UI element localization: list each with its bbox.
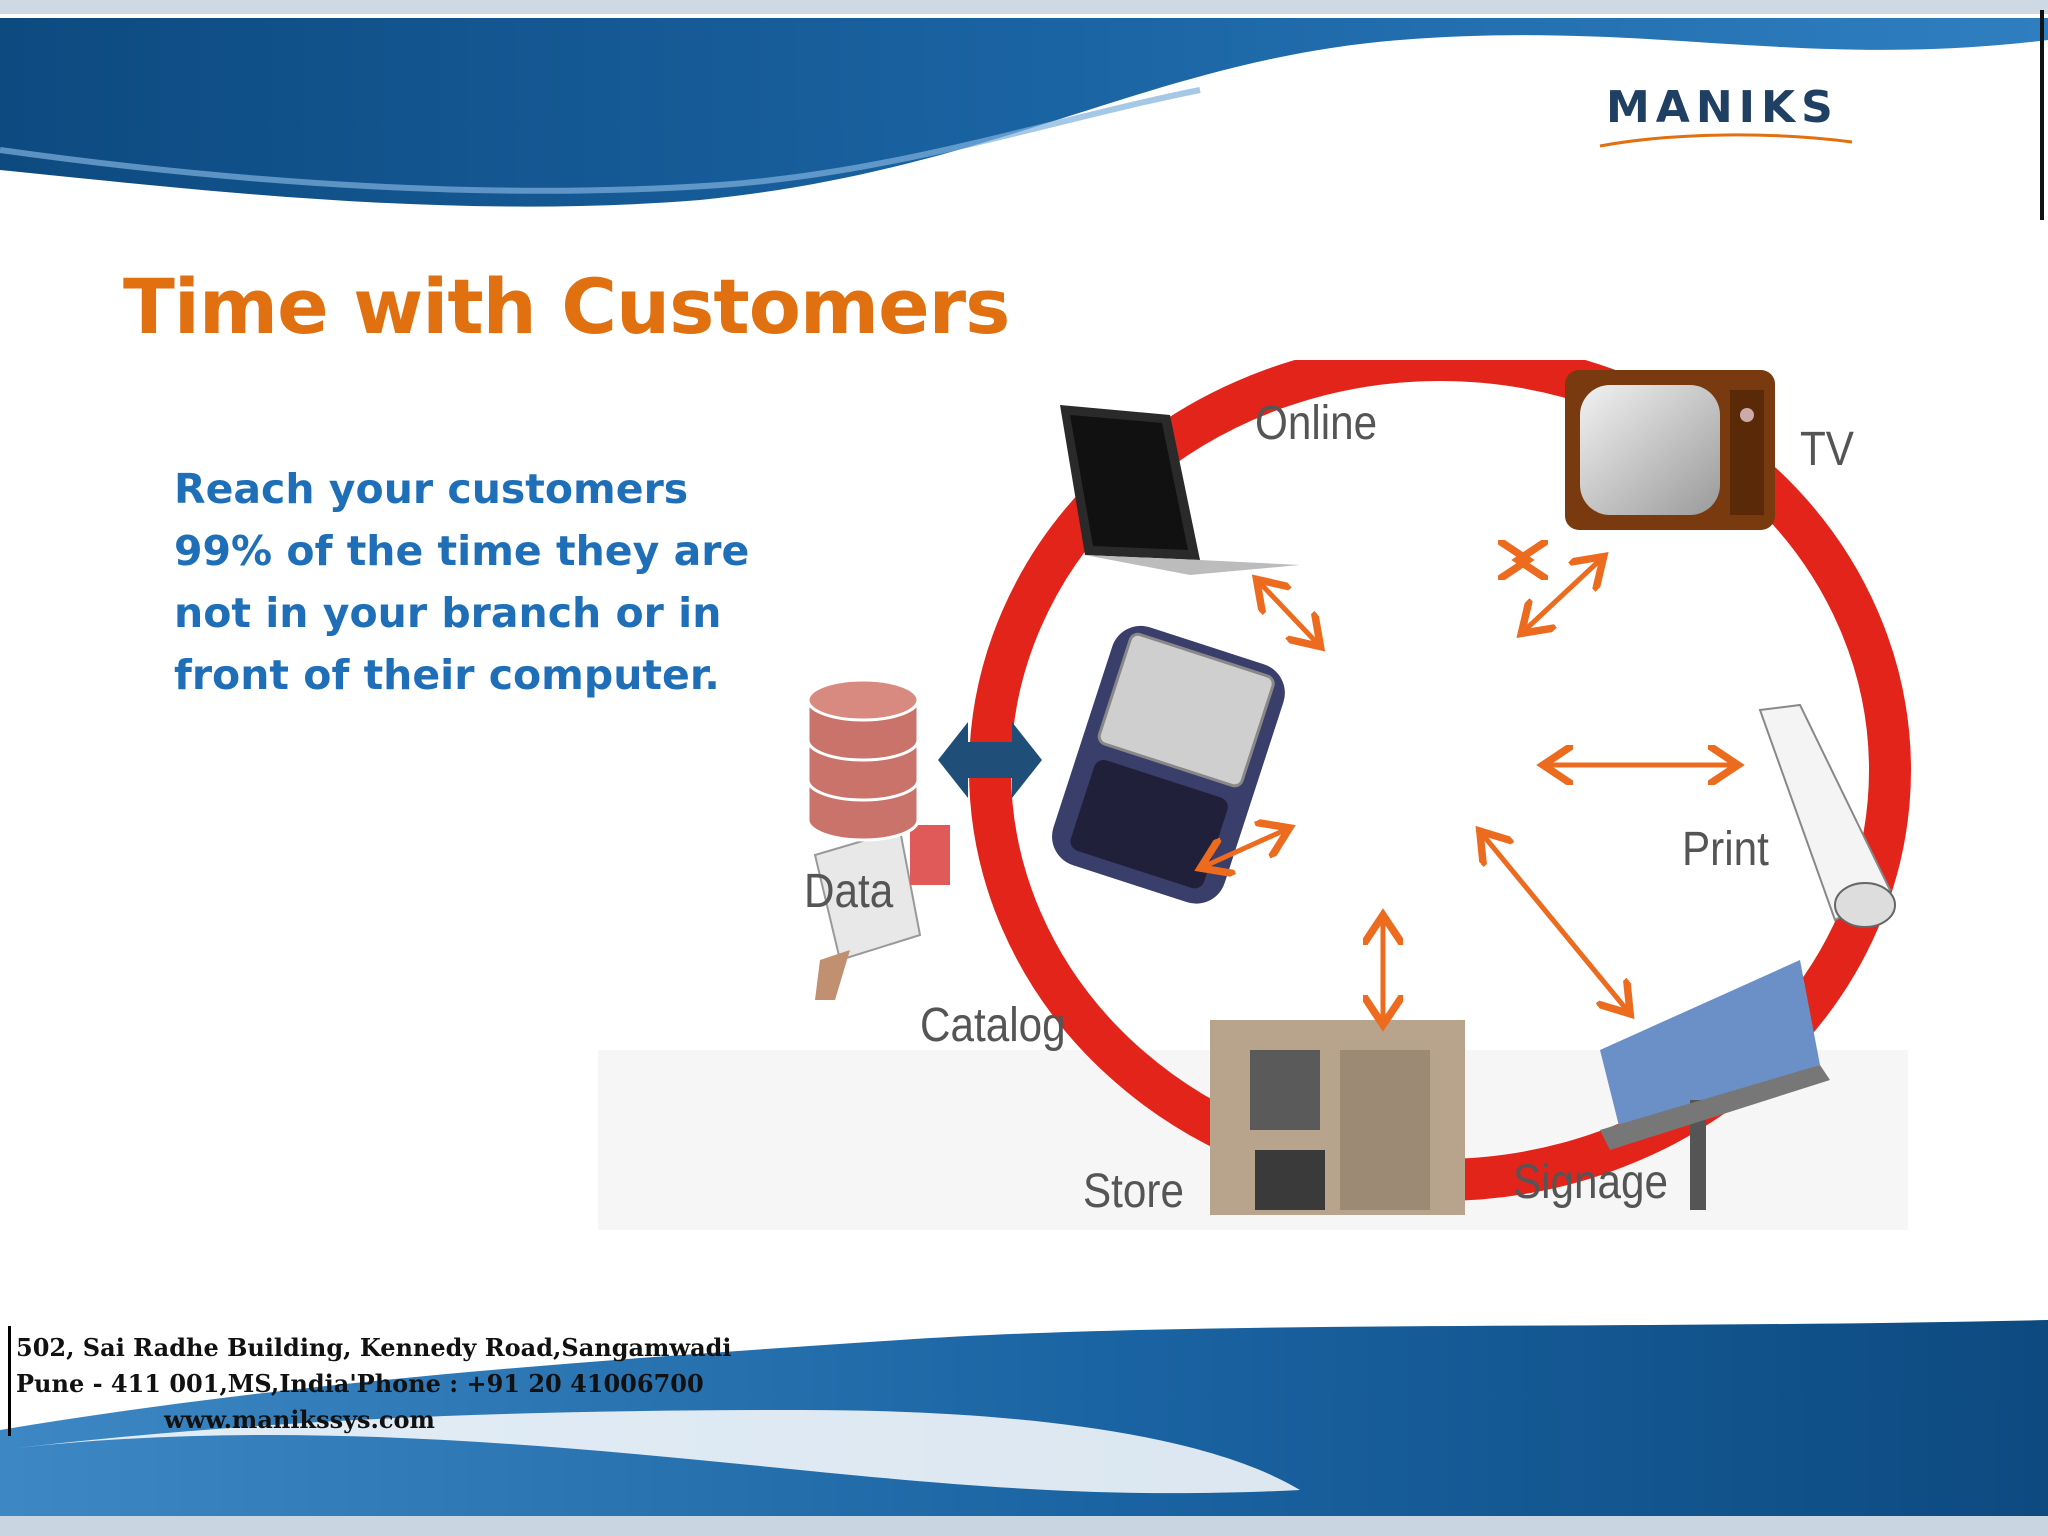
channels-diagram bbox=[598, 360, 1911, 1230]
channel-label-signage: Signage bbox=[1513, 1156, 1669, 1209]
mobile-phone-icon bbox=[1052, 625, 1285, 904]
channel-label-online: Online bbox=[1255, 397, 1378, 450]
footer-accent-bar bbox=[8, 1326, 11, 1436]
channel-label-data: Data bbox=[804, 865, 894, 918]
data-double-arrow bbox=[938, 722, 1042, 798]
header-wave bbox=[0, 0, 2048, 220]
channel-arrows bbox=[1205, 560, 1733, 1020]
billboard-icon bbox=[1600, 960, 1830, 1210]
footer-address-line2: Pune - 411 001,MS,India'Phone : +91 20 4… bbox=[16, 1369, 704, 1398]
channel-label-print: Print bbox=[1682, 823, 1769, 876]
footer-website-link[interactable]: www.manikssys.com bbox=[164, 1405, 435, 1434]
channel-label-store: Store bbox=[1083, 1165, 1184, 1218]
channel-label-catalog: Catalog bbox=[920, 999, 1066, 1052]
company-logo: MANIKS bbox=[1606, 82, 1839, 133]
tv-icon bbox=[1565, 370, 1775, 530]
laptop-icon bbox=[1060, 405, 1300, 575]
footer-contact: 502, Sai Radhe Building, Kennedy Road,Sa… bbox=[16, 1330, 732, 1438]
footer-address-line1: 502, Sai Radhe Building, Kennedy Road,Sa… bbox=[16, 1333, 732, 1362]
store-icon bbox=[1210, 1020, 1465, 1215]
footer-wave bbox=[0, 1320, 2048, 1536]
database-icon bbox=[806, 678, 920, 842]
slide-body-text: Reach your customers 99% of the time the… bbox=[174, 465, 750, 699]
newspaper-icon bbox=[1758, 703, 1896, 928]
slide-title: Time with Customers bbox=[123, 262, 1010, 351]
catalog-icon bbox=[813, 825, 950, 1000]
logo-swoosh bbox=[1599, 133, 1853, 148]
channel-label-tv: TV bbox=[1800, 423, 1854, 476]
